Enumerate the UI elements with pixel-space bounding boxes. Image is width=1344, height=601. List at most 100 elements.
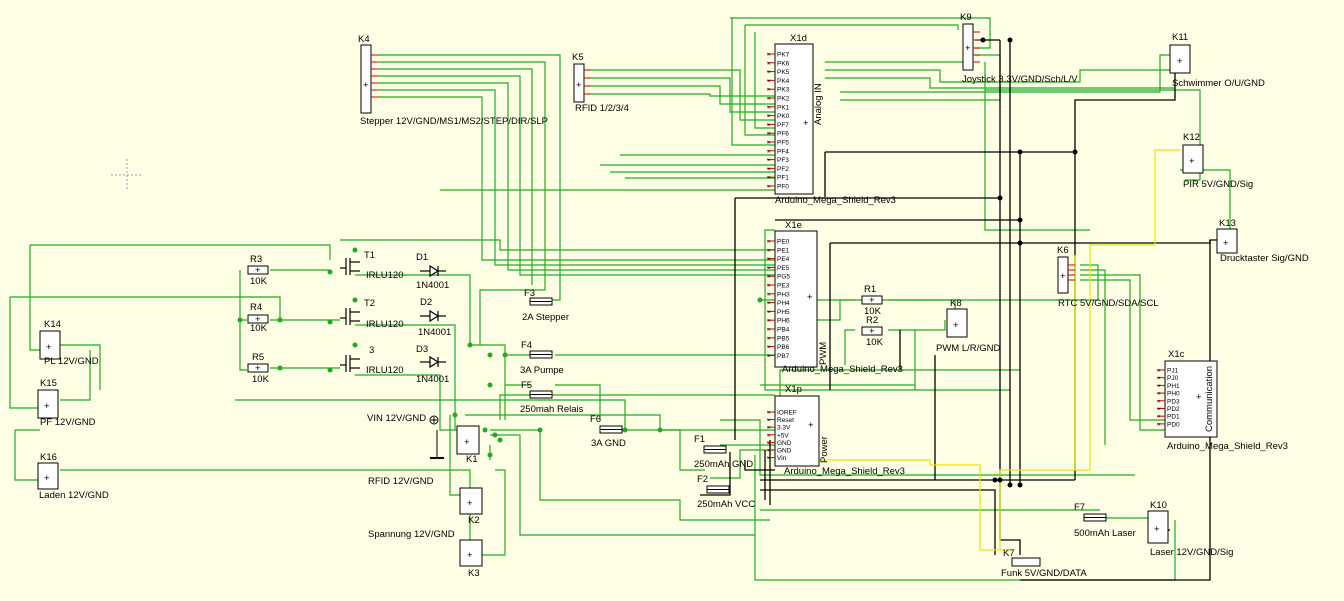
shield-pin-label[interactable]: PH5 <box>777 309 790 316</box>
yellow-wires <box>790 149 1180 551</box>
shield-pin-label[interactable]: PB5 <box>777 335 790 342</box>
shield-pin-label[interactable]: PD1 <box>1167 414 1180 421</box>
shield-pin-marker: × <box>1157 406 1161 413</box>
connector-k13[interactable]: K13 + Drucktaster Sig/GND <box>1216 218 1309 264</box>
connector-k4[interactable]: K4 + Stepper 12V/GND/MS1/MS2/STEP/DIR/SL… <box>358 34 548 127</box>
shield-pin-label[interactable]: IOREF <box>777 410 797 417</box>
shield-pin-label[interactable]: PE0 <box>777 239 790 246</box>
shield-pin-marker: × <box>1157 398 1161 405</box>
shield-pin-label[interactable]: PE4 <box>777 256 790 263</box>
shield-pin-label[interactable]: PD2 <box>1167 406 1180 413</box>
svg-text:+: + <box>1060 271 1066 282</box>
connector-k11[interactable]: K11 + Schwimmer O/U/GND <box>1169 32 1265 89</box>
shield-pin-label[interactable]: PD0 <box>1167 421 1180 428</box>
shield-pin-label[interactable]: PF6 <box>777 131 789 138</box>
shield-pin-marker: × <box>767 239 771 246</box>
svg-text:+: + <box>467 550 473 561</box>
resistor-r2[interactable]: R2 + 10K <box>861 315 884 348</box>
shield-pin-label[interactable]: PF0 <box>777 184 789 191</box>
resistor-r3[interactable]: R3 + 10K <box>247 254 269 287</box>
shield-pin-label[interactable]: PF5 <box>777 140 789 147</box>
fuse-f5[interactable]: F5 250mah Relais <box>520 380 584 415</box>
shield-pin-label[interactable]: PB4 <box>777 327 790 334</box>
shield-pin-label[interactable]: PK5 <box>777 69 790 76</box>
connector-k12[interactable]: K12 + PIR 5V/GND/Sig <box>1182 132 1253 190</box>
connector-k9[interactable]: K9 + Joystick 3.3V/GND/Sch/L/V <box>960 12 1078 85</box>
shield-pin-label[interactable]: PK3 <box>777 87 790 94</box>
shield-pin-label[interactable]: PG5 <box>777 274 790 281</box>
shield-pin-label[interactable]: PF4 <box>777 148 789 155</box>
shield-pin-label[interactable]: PH3 <box>777 291 790 298</box>
connector-k14[interactable]: K14 + PL 12V/GND <box>39 319 99 367</box>
resistor-r3-id: R3 <box>250 254 262 265</box>
shield-pin-label[interactable]: PJ0 <box>1167 375 1179 382</box>
shield-pin-label[interactable]: PF1 <box>777 175 789 182</box>
diode-d1[interactable]: D1 1N4001 <box>416 252 449 291</box>
shield-pin-label[interactable]: PK2 <box>777 96 790 103</box>
resistor-r1[interactable]: R1 + 10K <box>861 284 883 317</box>
shield-x1d[interactable]: X1d Analog IN + Arduino_Mega_Shield_Rev3… <box>767 33 896 206</box>
shield-pin-label[interactable]: PB6 <box>777 344 790 351</box>
shield-pin-label[interactable]: PF7 <box>777 122 789 129</box>
transistor-t3[interactable]: 3 IRLU120 <box>340 345 404 376</box>
shield-pin-label[interactable]: PF2 <box>777 166 789 173</box>
connector-k1[interactable]: + K1 <box>456 425 480 465</box>
resistor-r5[interactable]: R5 + 10K <box>247 352 270 385</box>
connector-k15-label: PF 12V/GND <box>40 417 96 428</box>
fuse-f1[interactable]: F1 250mAh GND <box>694 434 753 470</box>
shield-pin-label[interactable]: PK7 <box>777 52 790 59</box>
shield-pin-label[interactable]: PK4 <box>777 78 790 85</box>
shield-pin-label[interactable]: +5V <box>777 432 789 439</box>
shield-x1p[interactable]: X1p Power + Arduino_Mega_Shield_Rev3 ×IO… <box>767 384 905 477</box>
shield-pin-label[interactable]: PF3 <box>777 157 789 164</box>
shield-pin-marker: × <box>767 274 771 281</box>
diode-d2[interactable]: D2 1N4001 <box>418 297 451 338</box>
shield-pin-marker: × <box>767 265 771 272</box>
shield-pin-label[interactable]: Reset <box>777 417 794 424</box>
connector-k3[interactable]: + K3 <box>459 539 483 579</box>
shield-pin-label[interactable]: PH4 <box>777 300 790 307</box>
shield-pin-label[interactable]: PJ1 <box>1167 368 1179 375</box>
fuse-f4[interactable]: F4 3A Pumpe <box>520 340 564 376</box>
shield-pin-label[interactable]: PK1 <box>777 104 790 111</box>
connector-k2[interactable]: + K2 <box>459 487 483 526</box>
connector-k8[interactable]: K8 + PWM L/R/GND <box>936 298 1001 354</box>
connector-k10[interactable]: K10 + Laser 12V/GND/Sig <box>1147 500 1233 558</box>
connector-k7[interactable]: K7 Funk 5V/GND/DATA <box>1001 548 1087 579</box>
shield-pin-label[interactable]: PE3 <box>777 283 790 290</box>
shield-pin-label[interactable]: PE1 <box>777 247 790 254</box>
shield-x1c[interactable]: X1c Communication + Arduino_Mega_Shield_… <box>1157 349 1288 452</box>
shield-x1p-footer: Arduino_Mega_Shield_Rev3 <box>784 466 905 477</box>
connector-k5[interactable]: K5 + RFID 1/2/3/4 <box>572 52 629 114</box>
shield-pin-label[interactable]: Vin <box>777 455 787 462</box>
connector-k16[interactable]: K16 + Laden 12V/GND <box>37 452 109 501</box>
resistor-r4[interactable]: R4 + 10K <box>247 302 269 334</box>
transistor-t2[interactable]: T2 IRLU120 <box>340 298 404 330</box>
svg-text:+: + <box>1189 156 1195 167</box>
shield-pin-label[interactable]: PH1 <box>1167 383 1180 390</box>
fuse-f3[interactable]: F3 2A Stepper <box>522 288 569 323</box>
shield-pin-label[interactable]: PH6 <box>777 318 790 325</box>
connector-k11-id: K11 <box>1172 32 1188 43</box>
shield-pin-marker: × <box>767 425 771 432</box>
shield-pin-label[interactable]: PK6 <box>777 60 790 67</box>
shield-pin-label[interactable]: 3.3V <box>777 425 791 432</box>
shield-x1e[interactable]: X1e PWM + Arduino_Mega_Shield_Rev3 ×PE0×… <box>767 220 903 375</box>
fuse-f2[interactable]: F2 250mAh VCC <box>697 474 755 510</box>
shield-pin-label[interactable]: GND <box>777 448 792 455</box>
fuse-f7[interactable]: F7 500mAh Laser <box>1074 502 1136 539</box>
connector-k6[interactable]: K6 + RTC 5V/GND/SDA/SCL <box>1057 245 1159 309</box>
svg-text:+: + <box>803 118 809 129</box>
connector-k15[interactable]: K15 + PF 12V/GND <box>37 378 96 428</box>
shield-pin-label[interactable]: PK0 <box>777 113 790 120</box>
diode-d2-id: D2 <box>420 297 432 308</box>
shield-pin-label[interactable]: PH0 <box>1167 391 1180 398</box>
shield-pin-label[interactable]: PD3 <box>1167 398 1180 405</box>
diode-d3[interactable]: D3 1N4001 <box>416 344 449 385</box>
fuse-f6[interactable]: F6 3A GND <box>590 414 626 449</box>
shield-pin-label[interactable]: PB7 <box>777 353 790 360</box>
shield-pin-label[interactable]: GND <box>777 440 792 447</box>
shield-pin-label[interactable]: PE5 <box>777 265 790 272</box>
transistor-t1[interactable]: T1 IRLU120 <box>340 250 404 281</box>
shield-pin-marker: × <box>767 140 771 147</box>
